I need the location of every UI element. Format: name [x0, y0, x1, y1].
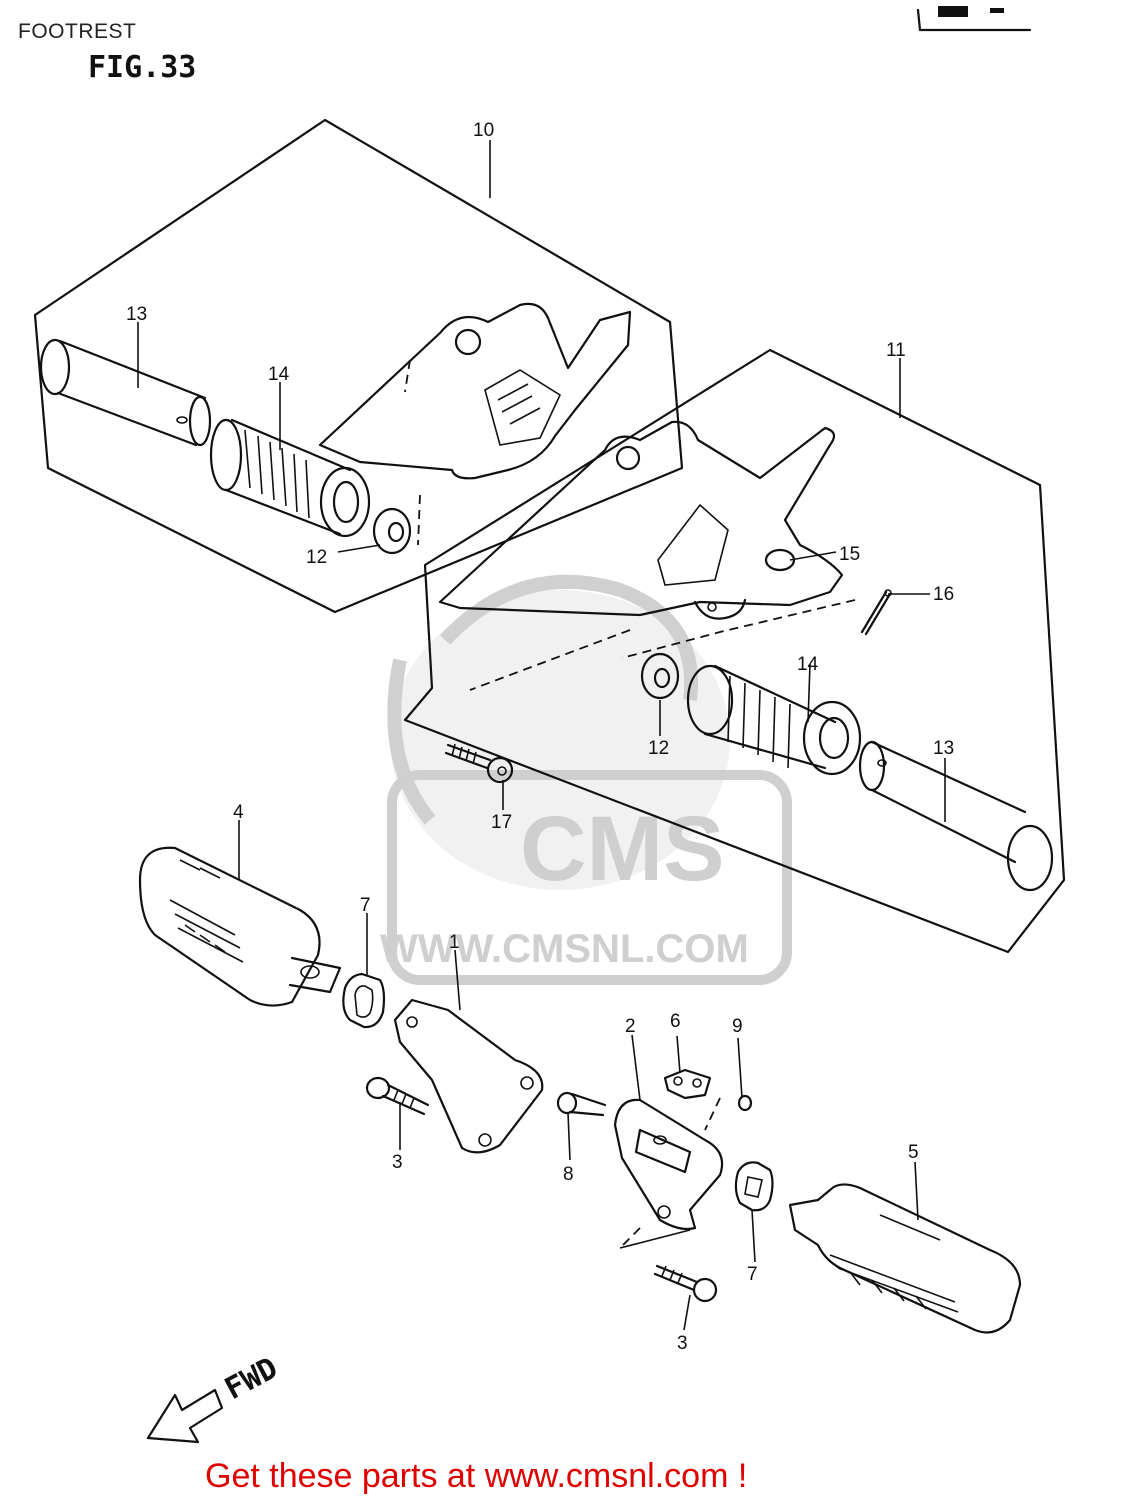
- part-12-washer-right: [640, 652, 680, 700]
- part-14-rubber-left: [209, 418, 371, 538]
- callout-11: 11: [886, 340, 906, 361]
- part-8-pin: [556, 1091, 607, 1117]
- figure-label: FIG.33: [88, 50, 196, 85]
- callout-4: 4: [233, 802, 244, 823]
- callout-9: 9: [732, 1016, 743, 1037]
- part-7-rubber-left: [342, 972, 386, 1029]
- part-3-bolt-right: [653, 1264, 718, 1303]
- part-12-washer-left: [372, 507, 412, 555]
- callout-labels: 10 13 14 12 11 15 16 14 12 13 17 4 7 1 3…: [126, 120, 954, 1354]
- part-1-bracket-left: [393, 998, 544, 1154]
- callout-13: 13: [126, 304, 147, 325]
- cmsnl-watermark: CMS WWW.CMSNL.COM: [380, 574, 792, 985]
- callout-17: 17: [491, 812, 512, 833]
- callout-3: 3: [392, 1152, 403, 1173]
- part-2-bracket-right: [613, 1097, 724, 1249]
- callout-2: 2: [625, 1016, 636, 1037]
- part-13-pin-left: [39, 338, 212, 447]
- footer-parts-link[interactable]: Get these parts at www.cmsnl.com !: [205, 1457, 747, 1495]
- callout-15: 15: [839, 544, 860, 565]
- bracket-left: [318, 302, 632, 546]
- callout-7: 7: [747, 1264, 758, 1285]
- callout-1: 1: [449, 932, 460, 953]
- callout-5: 5: [908, 1142, 919, 1163]
- callout-8: 8: [563, 1164, 574, 1185]
- callout-16: 16: [933, 584, 954, 605]
- watermark-brand: CMS: [520, 798, 724, 900]
- watermark-url: WWW.CMSNL.COM: [380, 927, 749, 971]
- page-title: FOOTREST: [18, 20, 136, 43]
- part-13-pin-right: [858, 740, 1054, 892]
- callout-6: 6: [670, 1011, 681, 1032]
- part-9-washer: [737, 1094, 753, 1112]
- callout-7: 7: [360, 895, 371, 916]
- bracket-right: [438, 420, 856, 691]
- callout-10: 10: [473, 120, 494, 141]
- part-6-clip: [663, 1068, 712, 1100]
- fwd-label: FWD: [219, 1351, 283, 1407]
- callout-12: 12: [648, 738, 669, 759]
- assembly-10-box: [33, 118, 684, 614]
- assembly-11-box: [403, 348, 1066, 954]
- part-5-footpeg-right: [788, 1183, 1022, 1334]
- part-7-rubber-right: [734, 1161, 774, 1212]
- callout-12: 12: [306, 547, 327, 568]
- callout-14: 14: [268, 364, 290, 385]
- callout-14: 14: [797, 654, 819, 675]
- part-14-rubber-right: [686, 664, 862, 776]
- part-3-bolt-left: [365, 1076, 430, 1116]
- callout-13: 13: [933, 738, 954, 759]
- part-17-bolt: [444, 743, 514, 784]
- part-16-cotter-pin: [860, 589, 892, 636]
- leader-lines: [137, 140, 946, 1331]
- part-4-footpeg-left: [138, 846, 342, 1007]
- fwd-direction-arrow: FWD: [146, 1351, 284, 1444]
- callout-3: 3: [677, 1333, 688, 1354]
- corner-index-mark: [916, 6, 1032, 32]
